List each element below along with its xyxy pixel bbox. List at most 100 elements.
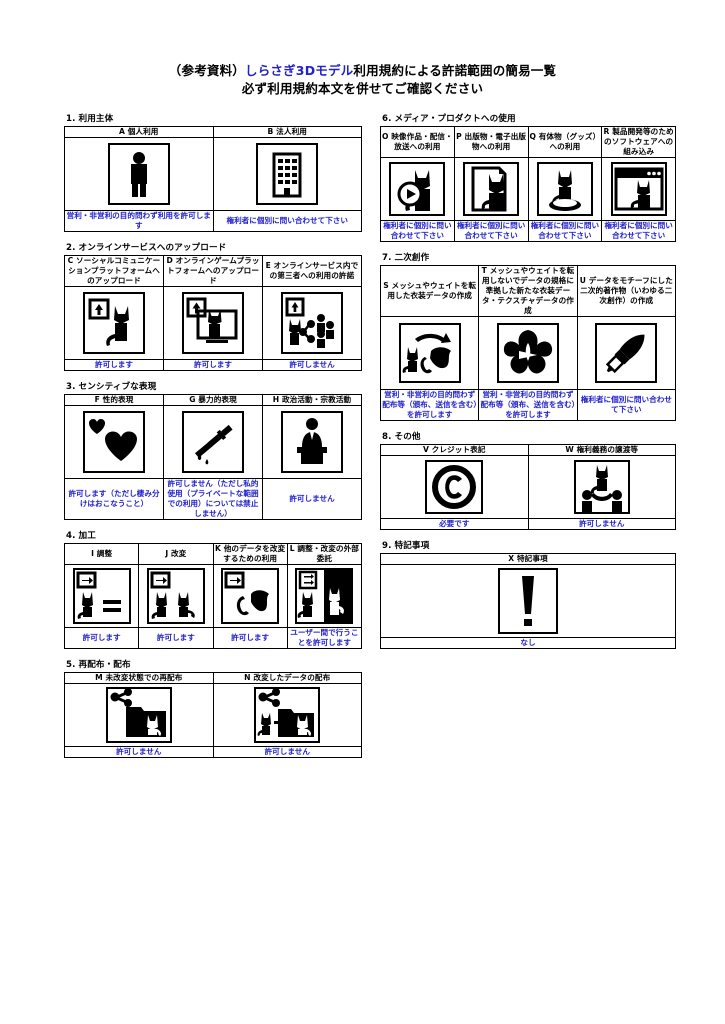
share-folder-cat-modified-icon <box>254 687 321 744</box>
arrow-cat-cat-icon <box>146 568 205 625</box>
section-1-table: A 個人利用 B 法人利用 <box>64 125 362 233</box>
cell-header-I: I 調整 <box>63 543 140 566</box>
cell-icon-Q <box>527 157 603 222</box>
section-1-title: 1. 利用主体 <box>66 114 114 124</box>
cell-icon-K <box>212 564 288 629</box>
table-row-header: F 性的表現 G 暴力的表現 H 政治活動・宗教活動 <box>63 394 362 407</box>
cell-header-C: C ソーシャルコミュニケーションプラットフォームへのアップロード <box>63 255 165 288</box>
cat-to-costume-icon <box>398 323 461 384</box>
table-row-header: S メッシュやウェイトを転用した衣装データの作成 T メッシュやウェイトを転用し… <box>379 265 677 318</box>
cell-answer-S: 営利・非営利の目的問わず配布等（頒布、送信を含む）を許可します <box>379 389 480 422</box>
table-row-header: C ソーシャルコミュニケーションプラットフォームへのアップロード D オンライン… <box>63 255 362 288</box>
section-3: 3. センシティブな表現 F 性的表現 G 暴力的表現 H 政治活動・宗教活動 <box>63 380 362 521</box>
cell-header-K: K 他のデータを改変するための利用 <box>212 543 288 566</box>
title-model-name: しらさぎ3Dモデル <box>245 63 354 78</box>
cell-icon-W <box>527 455 676 520</box>
cell-answer-M: 許可しません <box>64 746 214 759</box>
cell-icon-V <box>380 455 529 520</box>
section-2: 2. オンラインサービスへのアップロード C ソーシャルコミュニケーションプラッ… <box>63 241 362 372</box>
upload-monitor-cat-icon <box>182 292 244 355</box>
table-row-answers: 許可します（ただし棲み分けはおこなうこと） 許可しません（ただし私的使用（プライ… <box>63 478 362 521</box>
cell-icon-D <box>163 286 263 361</box>
table-row-answers: 許可します 許可します 許可します ユーザー間で行うことを許可します <box>63 627 363 650</box>
cell-icon-N <box>212 683 362 748</box>
exclamation-icon <box>498 568 558 635</box>
cell-answer-E: 許可しません <box>262 359 362 372</box>
section-2-title: 2. オンラインサービスへのアップロード <box>66 243 227 254</box>
cell-header-F: F 性的表現 <box>63 394 165 407</box>
cell-header-P: P 出版物・電子出版物への利用 <box>453 125 529 159</box>
cell-answer-N: 許可しません <box>212 746 362 759</box>
cell-icon-J <box>138 564 214 629</box>
transfer-people-cat-icon <box>573 460 630 515</box>
table-row-header: O 映像作品・配信・放送への利用 P 出版物・電子出版物への利用 Q 有体物（グ… <box>380 125 676 159</box>
cell-header-M: M 未改変状態での再配布 <box>64 672 214 685</box>
page-title: （参考資料）しらさぎ3Dモデル利用規約による許諾範囲の簡易一覧 必ず利用規約本文… <box>0 0 725 98</box>
cell-answer-V: 必要です <box>380 518 529 531</box>
cell-answer-T: 営利・非営利の目的問わず配布等（頒布、送信を含む）を許可します <box>478 389 578 422</box>
cell-header-B: B 法人利用 <box>212 125 362 139</box>
cell-header-U: U データをモチーフにした二次的著作物（いわゆる二次創作）の作成 <box>576 265 677 318</box>
cell-answer-P: 権利者に個別に問い合わせて下さい <box>453 220 529 243</box>
outsourcing-two-cats-icon <box>295 568 354 625</box>
table-row-answers: 権利者に個別に問い合わせて下さい 権利者に個別に問い合わせて下さい 権利者に個別… <box>380 220 676 243</box>
table-row-header: A 個人利用 B 法人利用 <box>64 125 362 139</box>
section-7: 7. 二次創作 S メッシュやウェイトを転用した衣装データの作成 T メッシュや… <box>379 251 677 422</box>
section-6: 6. メディア・プロダクトへの使用 O 映像作品・配信・放送への利用 P 出版物… <box>380 112 676 243</box>
cell-icon-U <box>576 316 677 391</box>
table-row-icons <box>379 316 677 391</box>
arrow-cat-shape-icon <box>221 568 280 625</box>
play-cat-icon <box>389 162 446 217</box>
cell-answer-W: 許可しません <box>527 518 676 531</box>
table-row-answers: なし <box>380 637 676 650</box>
section-7-table: S メッシュやウェイトを転用した衣装データの作成 T メッシュやウェイトを転用し… <box>379 265 677 422</box>
cell-icon-B <box>212 137 362 212</box>
section-4: 4. 加工 I 調整 J 改変 K 他のデータを改変するための利用 L 調整・改… <box>63 529 363 650</box>
table-row-icons <box>380 564 676 639</box>
table-row-header: I 調整 J 改変 K 他のデータを改変するための利用 L 調整・改変の外部委託 <box>63 543 363 566</box>
title-prefix: （参考資料） <box>168 63 245 78</box>
cell-answer-Q: 権利者に個別に問い合わせて下さい <box>527 220 603 243</box>
cell-answer-R: 権利者に個別に問い合わせて下さい <box>601 220 676 243</box>
cell-answer-B: 権利者に個別に問い合わせて下さい <box>212 210 362 233</box>
section-3-title: 3. センシティブな表現 <box>66 382 157 393</box>
section-5: 5. 再配布・配布 M 未改変状態での再配布 N 改変したデータの配布 <box>64 658 362 759</box>
cell-icon-R <box>601 157 676 222</box>
title-line-1: （参考資料）しらさぎ3Dモデル利用規約による許諾範囲の簡易一覧 <box>0 62 725 80</box>
table-row-icons <box>63 286 362 361</box>
section-8-title: 8. その他 <box>382 432 421 443</box>
cell-header-T: T メッシュやウェイトを転用しないでデータの規格に準拠した新たな衣装データ・テク… <box>478 265 578 318</box>
section-1: 1. 利用主体 A 個人利用 B 法人利用 <box>64 112 362 233</box>
cell-header-E: E オンラインサービス内での第三者への利用の許諾 <box>262 255 362 288</box>
cell-icon-O <box>380 157 455 222</box>
right-column: 6. メディア・プロダクトへの使用 O 映像作品・配信・放送への利用 P 出版物… <box>379 112 677 658</box>
title-line-2: 必ず利用規約本文を併せてご確認ください <box>241 81 484 97</box>
share-folder-cat-icon <box>105 687 172 744</box>
table-row-answers: 許可します 許可します 許可しません <box>63 359 362 372</box>
arrow-cat-equal-icon <box>72 568 131 625</box>
table-row-answers: 必要です 許可しません <box>380 518 676 531</box>
section-4-table: I 調整 J 改変 K 他のデータを改変するための利用 L 調整・改変の外部委託 <box>63 543 363 650</box>
table-row-header: V クレジット表記 W 権利義務の譲渡等 <box>380 444 676 457</box>
table-row-header: X 特記事項 <box>380 553 676 566</box>
brush-icon <box>595 323 658 384</box>
figure-cat-icon <box>536 162 593 217</box>
table-row-icons <box>63 564 363 629</box>
hearts-icon <box>83 411 145 474</box>
cell-answer-D: 許可します <box>163 359 263 372</box>
left-column: 1. 利用主体 A 個人利用 B 法人利用 <box>63 112 363 767</box>
cell-icon-G <box>163 405 263 480</box>
cell-answer-C: 許可します <box>63 359 165 372</box>
cell-icon-P <box>453 157 529 222</box>
cell-header-O: O 映像作品・配信・放送への利用 <box>380 125 455 159</box>
cell-header-S: S メッシュやウェイトを転用した衣装データの作成 <box>379 265 480 318</box>
cell-answer-H: 許可しません <box>262 478 362 521</box>
cell-icon-T <box>478 316 578 391</box>
section-3-table: F 性的表現 G 暴力的表現 H 政治活動・宗教活動 <box>63 394 362 521</box>
table-row-header: M 未改変状態での再配布 N 改変したデータの配布 <box>64 672 362 685</box>
cell-answer-G: 許可しません（ただし私的使用（プライベートな範囲での利用）については禁止しません… <box>163 478 263 521</box>
software-window-cat-icon <box>610 162 667 217</box>
title-suffix: 利用規約による許諾範囲の簡易一覧 <box>353 63 557 78</box>
cell-header-W: W 権利義務の譲渡等 <box>527 444 676 457</box>
